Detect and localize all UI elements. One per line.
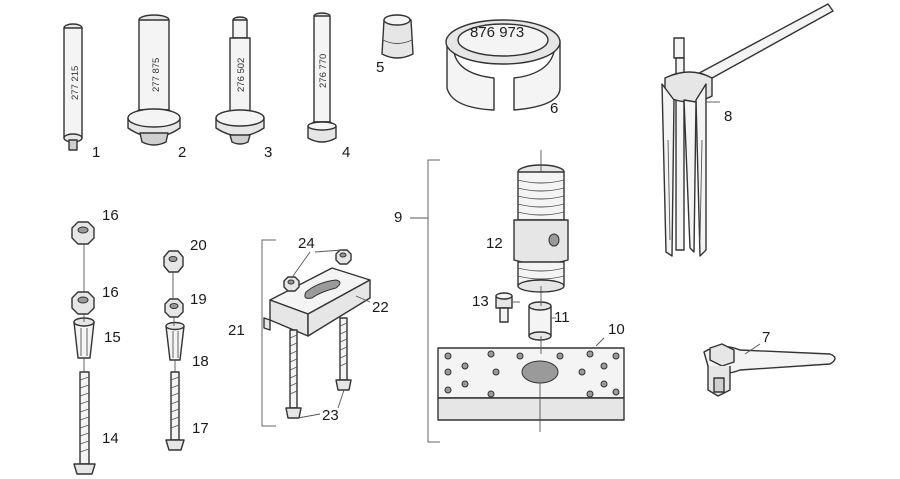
part-15-expander	[73, 317, 95, 359]
part-1-stamp: 277 215	[70, 66, 81, 100]
callouts: 1 2 3 4 5 6 7 8 9 10 11 12 13 14 15 16 1…	[92, 59, 770, 447]
callout-16-upper: 16	[102, 207, 119, 224]
callout-9: 9	[394, 209, 402, 226]
part-7-wrench	[703, 343, 836, 397]
callout-16-lower: 16	[102, 284, 119, 301]
part-6-split-ring: 876 973	[445, 19, 561, 111]
callout-2: 2	[178, 144, 186, 161]
callout-6: 6	[550, 100, 558, 117]
part-13-screw	[495, 292, 513, 323]
callout-18: 18	[192, 353, 209, 370]
callout-8: 8	[724, 108, 732, 125]
callout-11: 11	[554, 309, 570, 326]
callout-1: 1	[92, 144, 100, 161]
callout-10: 10	[608, 321, 625, 338]
part-22-channel-bracket	[263, 267, 371, 337]
callout-7: 7	[762, 329, 770, 346]
callout-14: 14	[102, 430, 119, 447]
part-4-stamp: 276 770	[318, 54, 329, 88]
part-11-bushing	[528, 301, 552, 341]
part-12-spindle	[513, 164, 569, 293]
part-23-bolt-left	[285, 329, 302, 419]
part-19-nut	[164, 298, 184, 318]
part-17-bolt	[165, 371, 185, 451]
part-24-nut-right	[335, 249, 352, 265]
part-16-upper-nut	[71, 221, 95, 245]
bracket-21	[261, 239, 276, 427]
part-18-expander	[165, 321, 185, 361]
callout-12: 12	[486, 235, 503, 252]
callout-4: 4	[342, 144, 350, 161]
callout-23: 23	[322, 407, 339, 424]
part-4-drift: 276 770	[307, 12, 337, 143]
callout-3: 3	[264, 144, 272, 161]
callout-13: 13	[472, 293, 489, 310]
part-6-stamp: 876 973	[470, 24, 524, 41]
bracket-9	[427, 159, 440, 443]
callout-24: 24	[298, 235, 315, 252]
callout-20: 20	[190, 237, 207, 254]
callout-17: 17	[192, 420, 209, 437]
part-23-bolt-right	[335, 317, 352, 391]
part-1-drift: 277 215	[63, 23, 83, 151]
callout-19: 19	[190, 291, 207, 308]
part-24-nut-left	[283, 276, 300, 292]
part-16-lower-nut	[71, 291, 95, 315]
part-20-nut	[163, 250, 184, 273]
callout-22: 22	[372, 299, 389, 316]
part-5-cap	[381, 14, 414, 59]
part-10-base-plate	[437, 347, 625, 421]
part-8-puller	[661, 3, 834, 257]
part-2-stamp: 277 875	[151, 58, 162, 92]
part-3-drift: 276 502	[215, 16, 265, 145]
callout-21: 21	[228, 322, 245, 339]
part-2-drift: 277 875	[127, 14, 181, 146]
leader-lines	[83, 101, 761, 432]
part-3-stamp: 276 502	[236, 58, 247, 92]
callout-5: 5	[376, 59, 384, 76]
part-14-bolt	[73, 371, 96, 475]
callout-15: 15	[104, 329, 121, 346]
